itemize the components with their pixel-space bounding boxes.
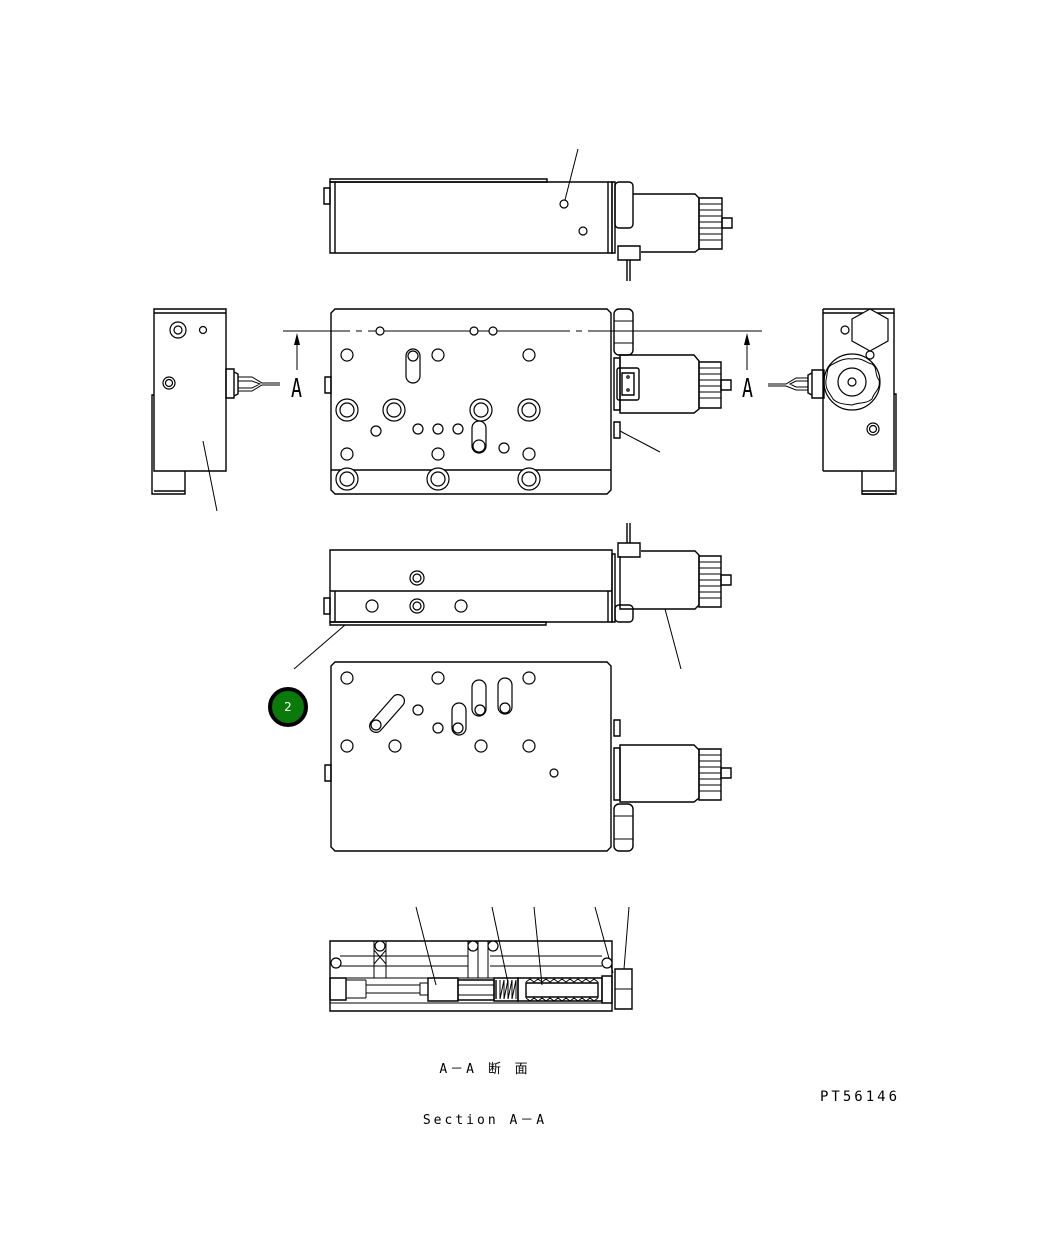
right-end-view xyxy=(768,309,896,494)
section-view xyxy=(330,907,632,1011)
section-marker-right: A xyxy=(742,374,753,404)
section-marker-left: A xyxy=(291,374,302,404)
bottom-view xyxy=(325,662,731,851)
top-view xyxy=(324,149,732,281)
section-cut-line xyxy=(283,331,762,370)
left-end-view xyxy=(152,309,280,511)
front-view xyxy=(325,309,731,494)
callout-number: 2 xyxy=(284,700,292,714)
section-caption: A－A 断 面 Section A－A xyxy=(415,1027,555,1146)
callout-balloon[interactable]: 2 xyxy=(268,687,308,727)
section-caption-english: Section A－A xyxy=(422,1113,548,1128)
bottom-side-view xyxy=(294,523,731,669)
section-caption-japanese: A－A 断 面 xyxy=(439,1062,531,1077)
drawing-number: PT56146 xyxy=(820,1089,901,1105)
